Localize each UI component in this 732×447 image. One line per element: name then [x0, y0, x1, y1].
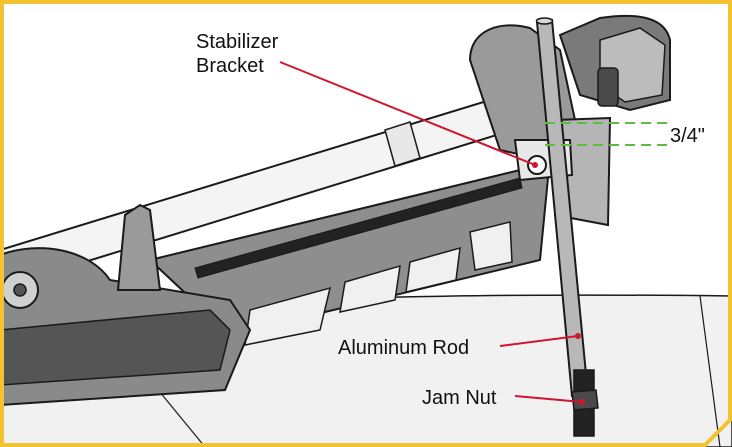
label-aluminum-rod: Aluminum Rod — [338, 337, 469, 359]
leader-lines — [279, 61, 585, 405]
label-stabilizer-line2: Bracket — [196, 55, 264, 77]
deck-edge — [699, 295, 721, 447]
mount-arm — [147, 168, 550, 346]
mount-post — [116, 203, 162, 291]
label-jam-nut: Jam Nut — [422, 387, 497, 409]
leader-stabilizer — [279, 61, 536, 166]
arm-cutout — [405, 246, 461, 293]
jam-nut — [571, 369, 599, 437]
dimension-marker — [545, 122, 668, 146]
label-dimension: 3/4" — [670, 125, 705, 147]
leader-jam-nut — [514, 395, 583, 403]
leader-rod — [499, 335, 579, 347]
arm-cutout — [469, 221, 513, 271]
label-stabilizer-line1: Stabilizer — [196, 31, 279, 53]
arm-cutout — [339, 264, 401, 313]
mount-base — [0, 247, 252, 407]
